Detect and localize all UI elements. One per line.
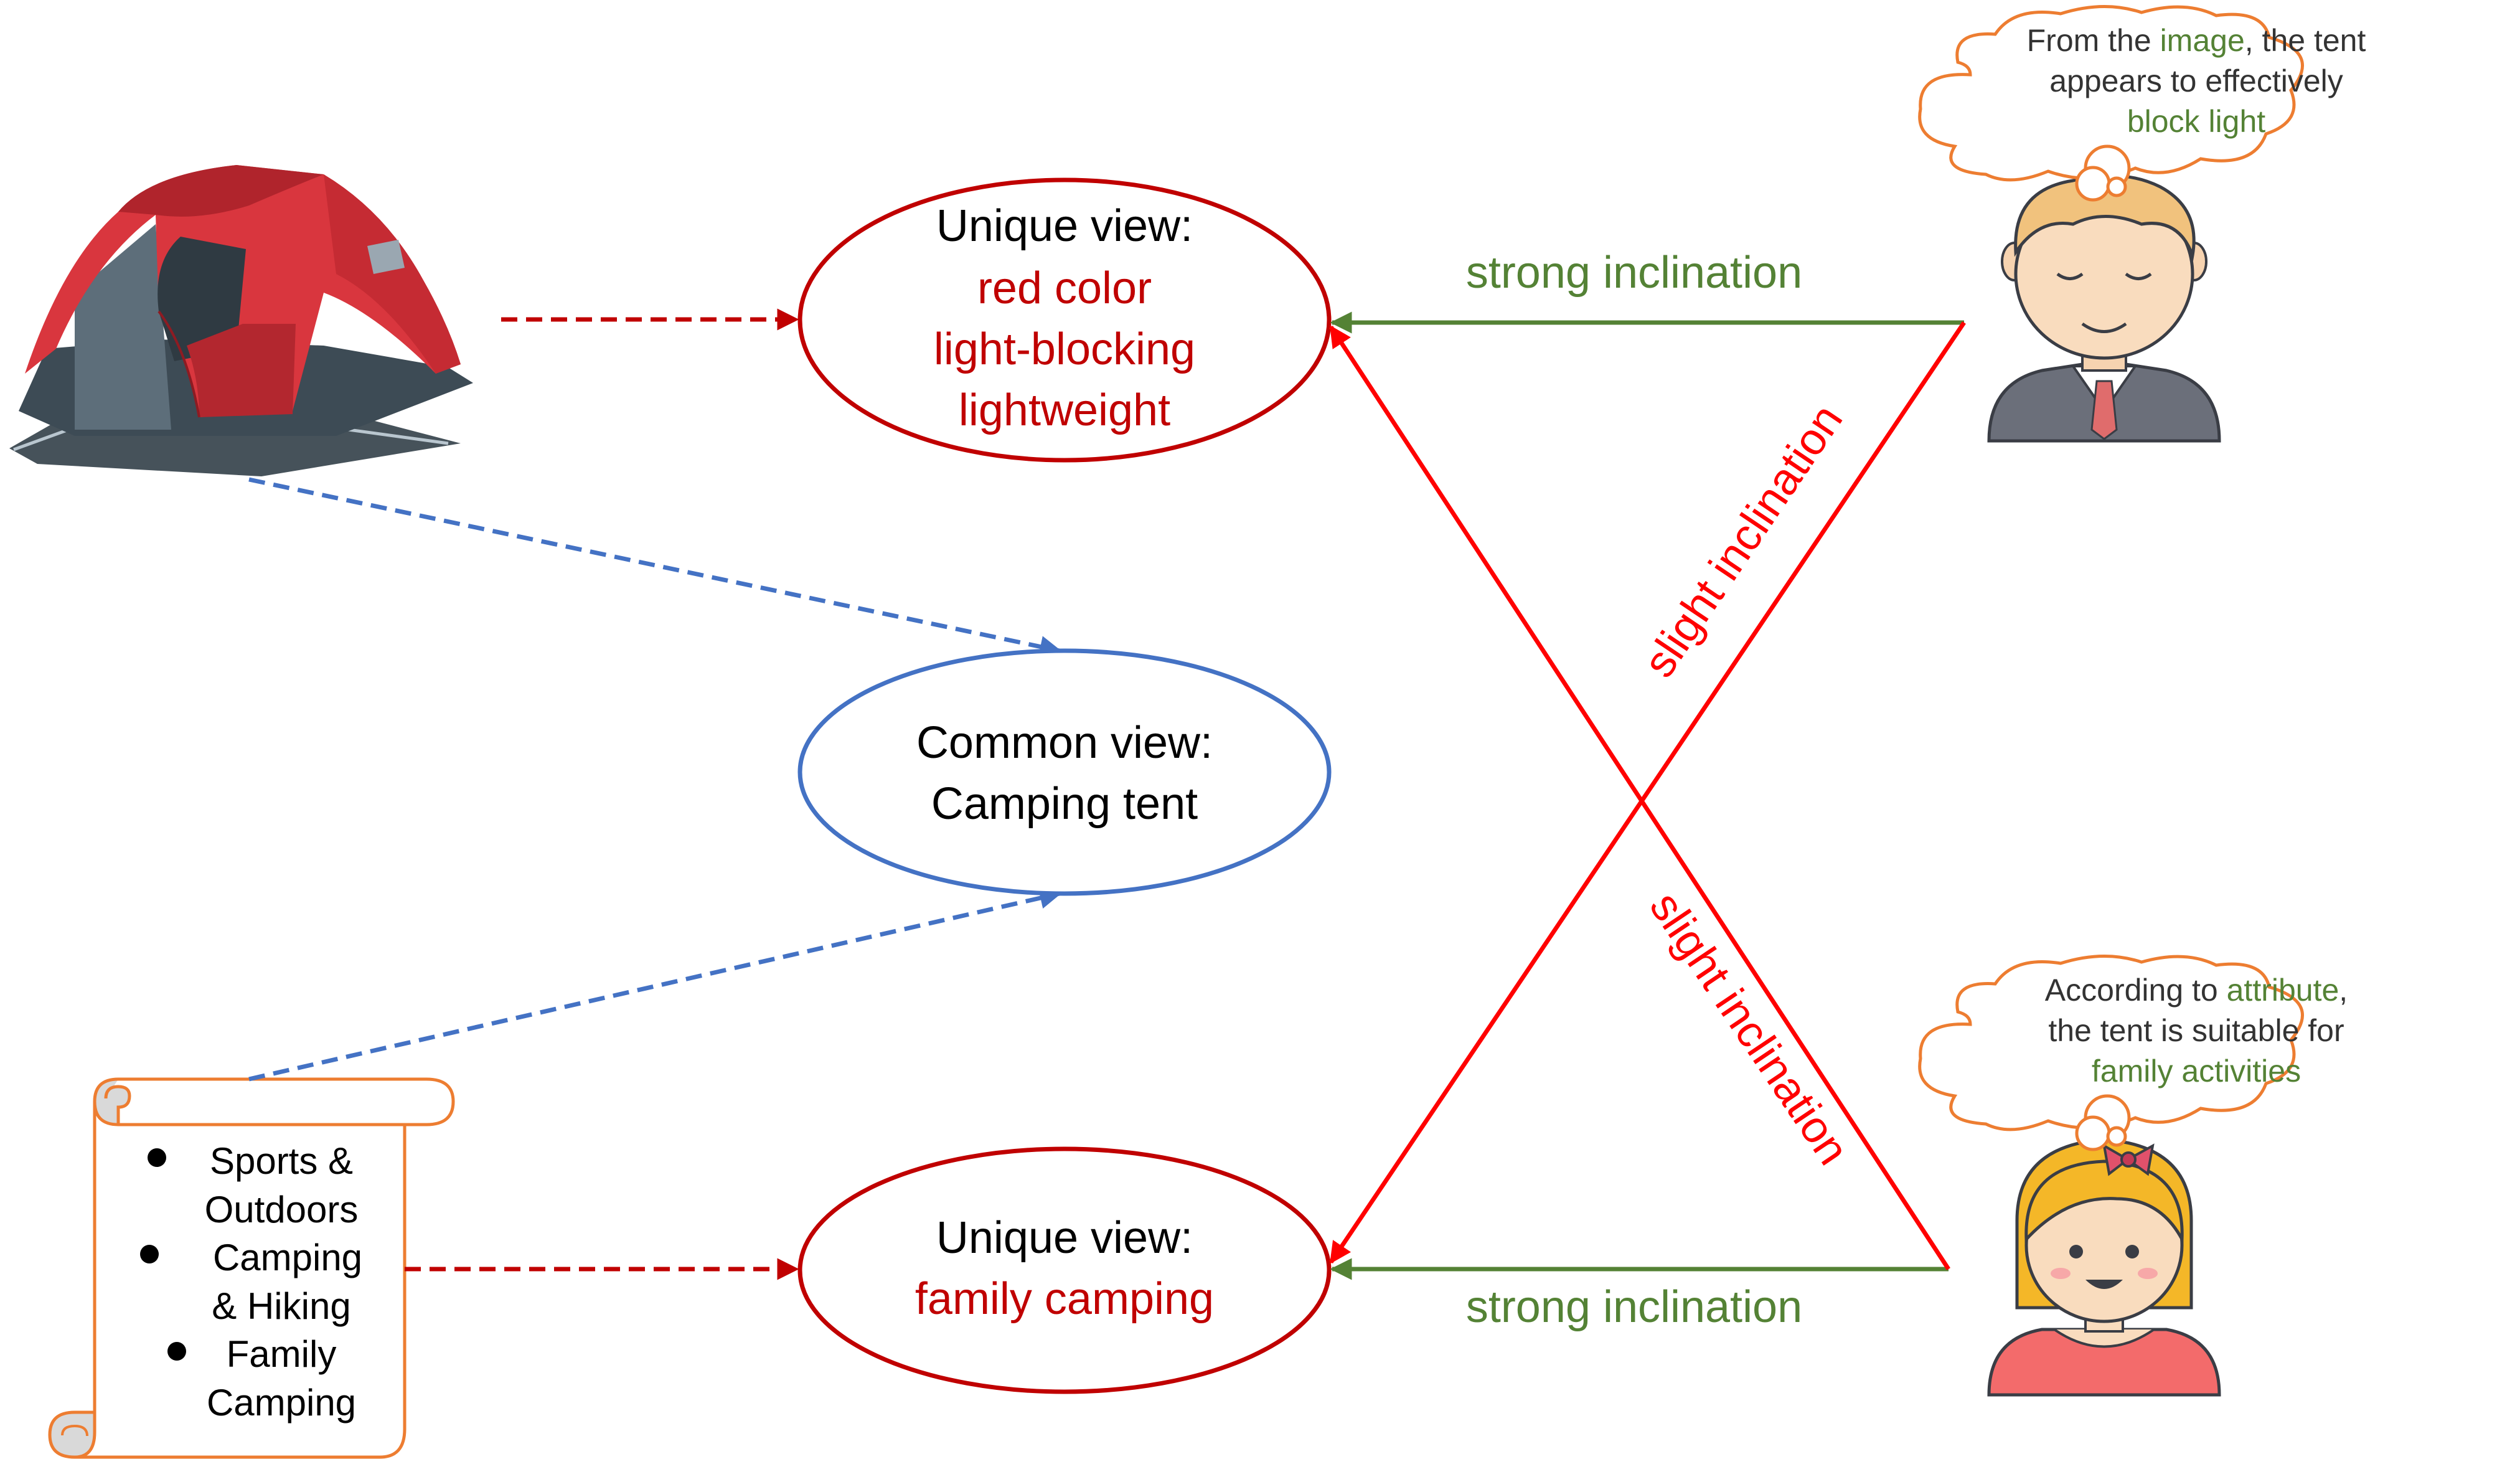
scroll-item-6: Camping [207, 1382, 356, 1424]
arrow-scroll-to-common-view [248, 887, 1062, 1082]
scroll-item-2: Outdoors [205, 1189, 359, 1230]
tent-image [9, 165, 473, 476]
arrow-tent-to-common-view [248, 477, 1062, 658]
thought-cloud-man: From the image, the tent appears to effe… [1918, 5, 2366, 202]
unique-view-attribute-node: Unique view: family camping [797, 1146, 1332, 1394]
woman-thought-line-1-pre: According to [2045, 973, 2227, 1008]
label-slight-down: slight inclination [1640, 884, 1859, 1174]
man-thought-line-1-pre: From the [2027, 23, 2160, 58]
scroll-icon: Sports & Outdoors Camping & Hiking Famil… [48, 1077, 455, 1459]
scroll-item-1: Sports & [210, 1140, 353, 1182]
man-avatar-icon [1987, 174, 2221, 443]
svg-text:From the image, the tent: From the image, the tent [2027, 23, 2366, 58]
label-strong-top: strong inclination [1466, 248, 1802, 298]
unique-view-image-heading: Unique view: [936, 201, 1193, 251]
thought-cloud-woman: According to attribute, the tent is suit… [1918, 955, 2348, 1151]
woman-thought-line-2: the tent is suitable for [2048, 1013, 2344, 1048]
unique-view-image-line-2: light-blocking [934, 324, 1195, 374]
unique-view-image-node: Unique view: red color light-blocking li… [797, 177, 1332, 463]
scroll-item-3: Camping [213, 1237, 362, 1278]
woman-avatar-icon [1987, 1138, 2221, 1397]
woman-thought-line-3: family activities [2092, 1054, 2301, 1088]
unique-view-attribute-line: family camping [915, 1274, 1214, 1324]
woman-thought-line-1-highlight: attribute [2227, 973, 2339, 1008]
label-strong-bottom: strong inclination [1466, 1282, 1802, 1332]
scroll-item-4: & Hiking [212, 1285, 350, 1327]
common-view-heading: Common view: [916, 718, 1213, 768]
thought-cloud-icon [1918, 955, 2304, 1151]
unique-view-attribute-heading: Unique view: [936, 1213, 1193, 1263]
man-thought-line-2: appears to effectively [2049, 64, 2343, 98]
edge-slight-woman-to-top [1329, 325, 1950, 1270]
man-thought-line-1-post: , the tent [2245, 23, 2366, 58]
common-view-line: Camping tent [931, 779, 1198, 829]
unique-view-image-line-3: lightweight [959, 385, 1170, 435]
edge-slight-man-to-bottom [1329, 321, 1966, 1264]
woman-thought-line-1-post: , [2339, 973, 2348, 1008]
thought-cloud-icon [1918, 5, 2304, 202]
man-thought-line-1-highlight: image [2160, 23, 2245, 58]
common-view-node: Common view: Camping tent [797, 648, 1332, 896]
man-thought-line-3: block light [2127, 104, 2265, 139]
svg-text:According to attribute,: According to attribute, [2045, 973, 2348, 1008]
unique-view-image-line-1: red color [977, 263, 1152, 313]
scroll-item-5: Family [227, 1333, 337, 1375]
